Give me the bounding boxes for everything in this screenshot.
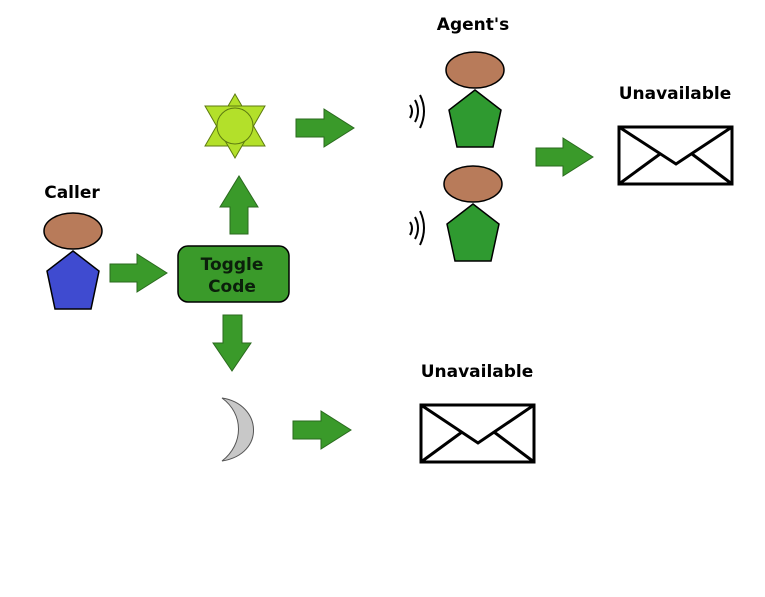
sun-icon: [204, 92, 266, 160]
agent-figure-2: [443, 165, 503, 262]
toggle-code-box: Toggle Code: [177, 245, 290, 303]
agent-2-body: [446, 203, 500, 262]
toggle-label-line1: Toggle: [201, 255, 264, 275]
caller-figure: [43, 212, 103, 310]
arrow-night-to-voicemail: [292, 410, 352, 450]
agent-2-head: [443, 165, 503, 203]
caller-label: Caller: [44, 183, 100, 203]
sound-waves-icon: [409, 210, 425, 246]
arrow-agents-to-voicemail: [535, 137, 594, 177]
agent-1-head: [445, 51, 505, 89]
arrow-day-to-agents: [295, 108, 355, 148]
moon-icon: [221, 397, 254, 462]
unavailable-top-label: Unavailable: [619, 84, 732, 104]
caller-body: [46, 250, 100, 310]
toggle-label-line2: Code: [208, 277, 256, 297]
agents-label: Agent's: [437, 15, 509, 35]
envelope-icon: [617, 125, 734, 186]
agent-figure-1: [445, 51, 505, 148]
arrow-toggle-to-night: [212, 314, 252, 372]
unavailable-bottom-label: Unavailable: [421, 362, 534, 382]
arrow-toggle-to-day: [219, 175, 259, 235]
envelope-icon: [419, 403, 536, 464]
sound-waves-icon: [409, 94, 425, 129]
agent-1-body: [448, 89, 502, 148]
arrow-caller-to-toggle: [109, 253, 168, 293]
caller-head: [43, 212, 103, 250]
